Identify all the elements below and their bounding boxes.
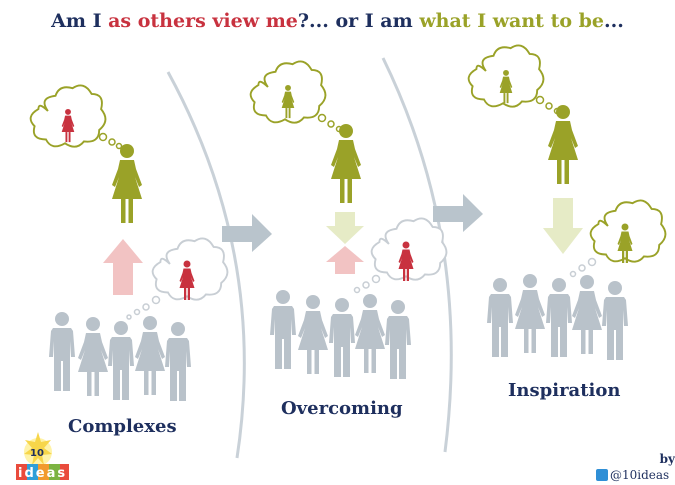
female-figure-icon — [112, 144, 142, 223]
stage-complexes — [29, 84, 229, 401]
twitter-handle-text: @10ideas — [610, 468, 670, 482]
stage-label-overcoming: Overcoming — [281, 398, 403, 419]
logo-number: 10 — [30, 448, 44, 459]
footer-by: by — [659, 452, 675, 466]
page-title: Am I as others view me?... or I am what … — [0, 10, 675, 32]
title-part-3: ?... or I am — [297, 10, 420, 32]
twitter-icon — [596, 469, 608, 481]
arrow-right-icon — [433, 194, 483, 232]
arrow-down-icon — [326, 212, 364, 244]
title-part-1: Am I — [51, 10, 109, 32]
arrow-right-icon — [222, 214, 272, 252]
title-part-2: as others view me — [108, 10, 298, 32]
thought-bubble-icon — [467, 44, 545, 108]
twitter-handle[interactable]: @10ideas — [596, 468, 669, 482]
separator-curve-1 — [166, 71, 246, 459]
crowd-icon — [487, 274, 628, 360]
female-figure-icon — [331, 124, 361, 203]
stage-overcoming — [249, 60, 448, 379]
crowd-icon — [270, 290, 411, 379]
stage-label-inspiration: Inspiration — [508, 380, 621, 401]
ideas-logo-icon: 10 ideas — [16, 432, 69, 481]
thought-bubble-icon — [370, 217, 448, 281]
stage-label-complexes: Complexes — [68, 416, 177, 437]
thought-bubble-icon — [589, 199, 667, 263]
title-part-4: what I want to be — [419, 10, 605, 32]
crowd-icon — [49, 312, 191, 401]
title-part-5: ... — [604, 10, 624, 32]
stage-inspiration — [467, 44, 667, 360]
arrow-down-icon — [543, 198, 583, 254]
logo-word: ideas — [18, 466, 67, 481]
arrow-up-icon — [103, 239, 143, 295]
female-figure-icon — [548, 105, 578, 184]
arrow-up-icon — [326, 246, 364, 274]
